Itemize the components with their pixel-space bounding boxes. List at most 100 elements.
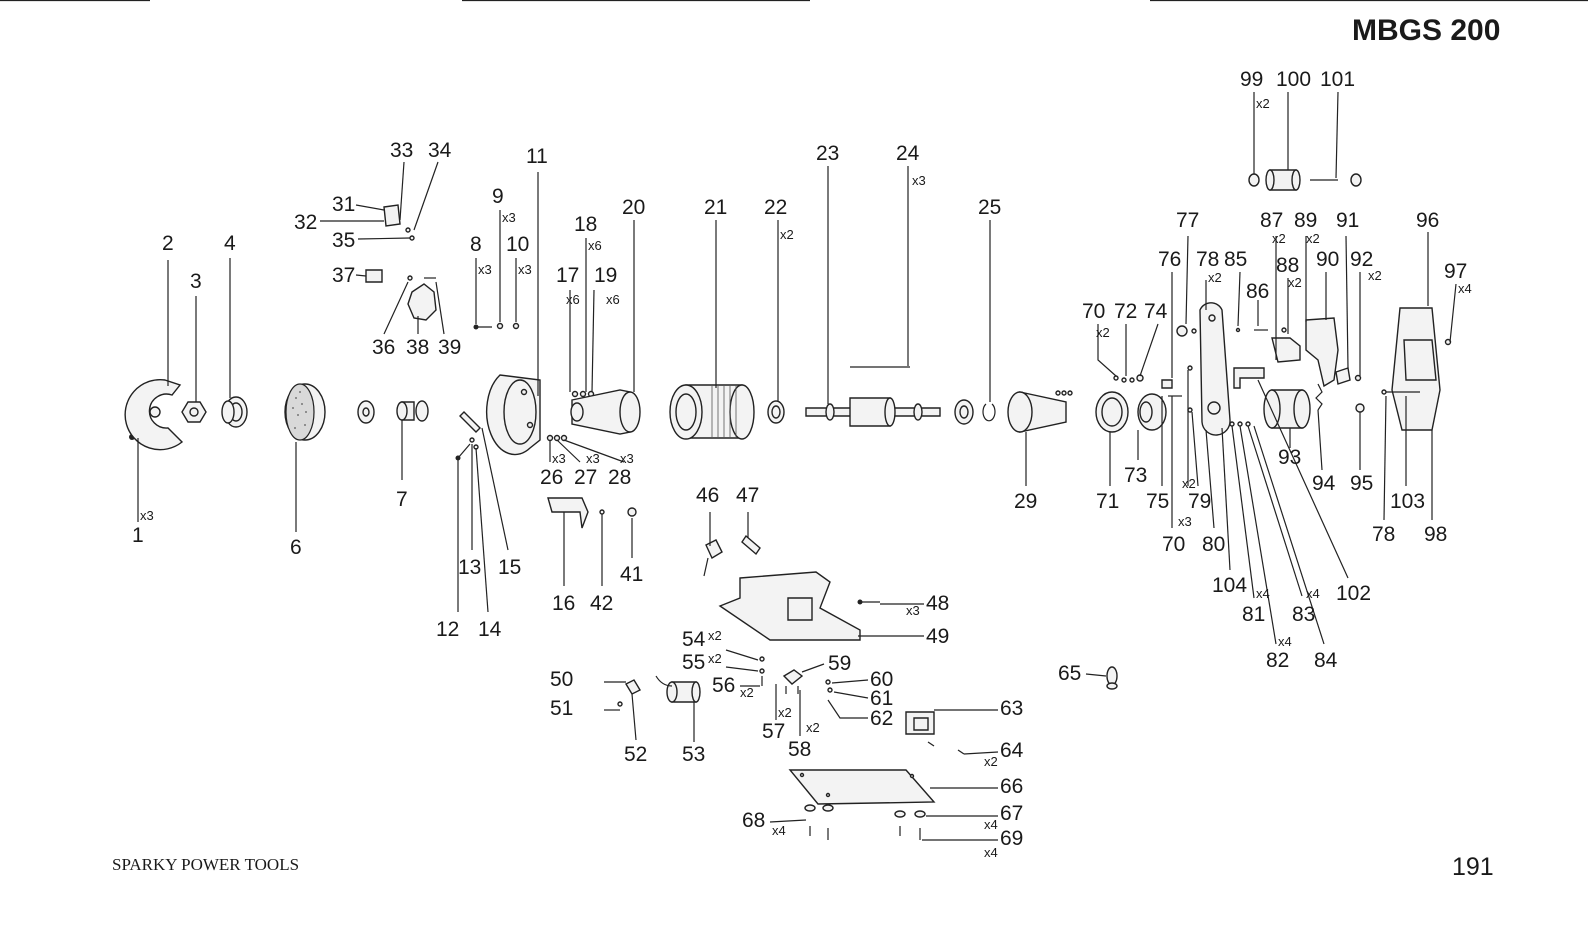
qty-label: x6 [606, 292, 620, 307]
part-label: 69 [1000, 827, 1023, 850]
part-label: 28 [608, 466, 631, 489]
part-label: 65 [1058, 662, 1081, 685]
qty-label: x2 [1272, 231, 1286, 246]
part-label: 8 [470, 233, 482, 256]
part-label: 21 [704, 196, 727, 219]
qty-label: x3 [518, 262, 532, 277]
part-label: 83 [1292, 603, 1315, 626]
part-label: 10 [506, 233, 529, 256]
qty-label: x4 [1256, 586, 1270, 601]
qty-label: x2 [1256, 96, 1270, 111]
part-label: 48 [926, 592, 949, 615]
part-label: 102 [1336, 582, 1371, 605]
part-label: 37 [332, 264, 355, 287]
part-label: 61 [870, 687, 893, 710]
part-label: 13 [458, 556, 481, 579]
qty-label: x4 [1278, 634, 1292, 649]
qty-label: x3 [586, 451, 600, 466]
part-label: 70 [1162, 533, 1185, 556]
part-label: 101 [1320, 68, 1355, 91]
part-label: 64 [1000, 739, 1024, 762]
part-label: 33 [390, 139, 413, 162]
qty-label: x3 [906, 603, 920, 618]
part-label: 80 [1202, 533, 1225, 556]
part-label: 34 [428, 139, 452, 162]
part-label: 22 [764, 196, 787, 219]
part-label: 55 [682, 651, 705, 674]
part-label: 35 [332, 229, 355, 252]
qty-label: x2 [1368, 268, 1382, 283]
part-label: 29 [1014, 490, 1037, 513]
qty-label: x2 [1306, 231, 1320, 246]
part-label: 18 [574, 213, 597, 236]
part-label: 57 [762, 720, 785, 743]
part-label: 68 [742, 809, 765, 832]
part-label: 74 [1144, 300, 1168, 323]
part-label: 96 [1416, 209, 1439, 232]
part-label: 85 [1224, 248, 1247, 271]
qty-label: x3 [502, 210, 516, 225]
part-label: 78 [1196, 248, 1219, 271]
part-label: 95 [1350, 472, 1373, 495]
part-label: 1 [132, 524, 144, 547]
part-label: 42 [590, 592, 613, 615]
qty-label: x6 [588, 238, 602, 253]
qty-label: x2 [1208, 270, 1222, 285]
part-label: 72 [1114, 300, 1137, 323]
part-label: 79 [1188, 490, 1211, 513]
qty-label: x2 [1288, 275, 1302, 290]
part-label: 88 [1276, 254, 1299, 277]
part-label: 97 [1444, 260, 1467, 283]
qty-label: x2 [984, 754, 998, 769]
part-label: 77 [1176, 209, 1199, 232]
part-label: 41 [620, 563, 643, 586]
qty-label: x4 [984, 845, 998, 860]
qty-label: x3 [620, 451, 634, 466]
qty-label: x3 [1178, 514, 1192, 529]
part-label: 49 [926, 625, 949, 648]
part-label: 2 [162, 232, 174, 255]
part-label: 103 [1390, 490, 1425, 513]
part-label: 31 [332, 193, 355, 216]
part-label: 26 [540, 466, 563, 489]
part-labels: 1 2 3 4 6 7 8 9 10 11 12 13 14 15 16 17 … [132, 68, 1467, 850]
part-label: 84 [1314, 649, 1338, 672]
part-label: 52 [624, 743, 647, 766]
part-label: 50 [550, 668, 573, 691]
part-label: 58 [788, 738, 811, 761]
part-label: 11 [526, 145, 548, 168]
part-label: 9 [492, 185, 504, 208]
qty-label: x3 [912, 173, 926, 188]
leader-lines [137, 91, 1457, 841]
part-label: 92 [1350, 248, 1373, 271]
part-label: 104 [1212, 574, 1247, 597]
quantity-markers: x3 x3 x3 x3 x6 x6 x6 x2 x3 x3 x3 x3 x3 x… [140, 96, 1472, 860]
part-label: 81 [1242, 603, 1265, 626]
part-label: 47 [736, 484, 759, 507]
part-label: 78 [1372, 523, 1395, 546]
part-label: 6 [290, 536, 302, 559]
part-label: 82 [1266, 649, 1289, 672]
qty-label: x2 [1182, 476, 1196, 491]
part-label: 46 [696, 484, 719, 507]
part-label: 98 [1424, 523, 1447, 546]
qty-label: x2 [1096, 325, 1110, 340]
qty-label: x4 [772, 823, 786, 838]
qty-label: x3 [140, 508, 154, 523]
part-label: 60 [870, 668, 893, 691]
part-drawings [124, 169, 1452, 840]
part-label: 100 [1276, 68, 1311, 91]
part-label: 38 [406, 336, 429, 359]
part-label: 70 [1082, 300, 1105, 323]
qty-label: x2 [740, 685, 754, 700]
qty-label: x4 [1306, 586, 1320, 601]
qty-label: x3 [478, 262, 492, 277]
qty-label: x2 [780, 227, 794, 242]
part-label: 90 [1316, 248, 1339, 271]
part-label: 93 [1278, 446, 1301, 469]
part-label: 91 [1336, 209, 1359, 232]
part-label: 19 [594, 264, 617, 287]
part-label: 14 [478, 618, 502, 641]
part-label: 67 [1000, 802, 1023, 825]
